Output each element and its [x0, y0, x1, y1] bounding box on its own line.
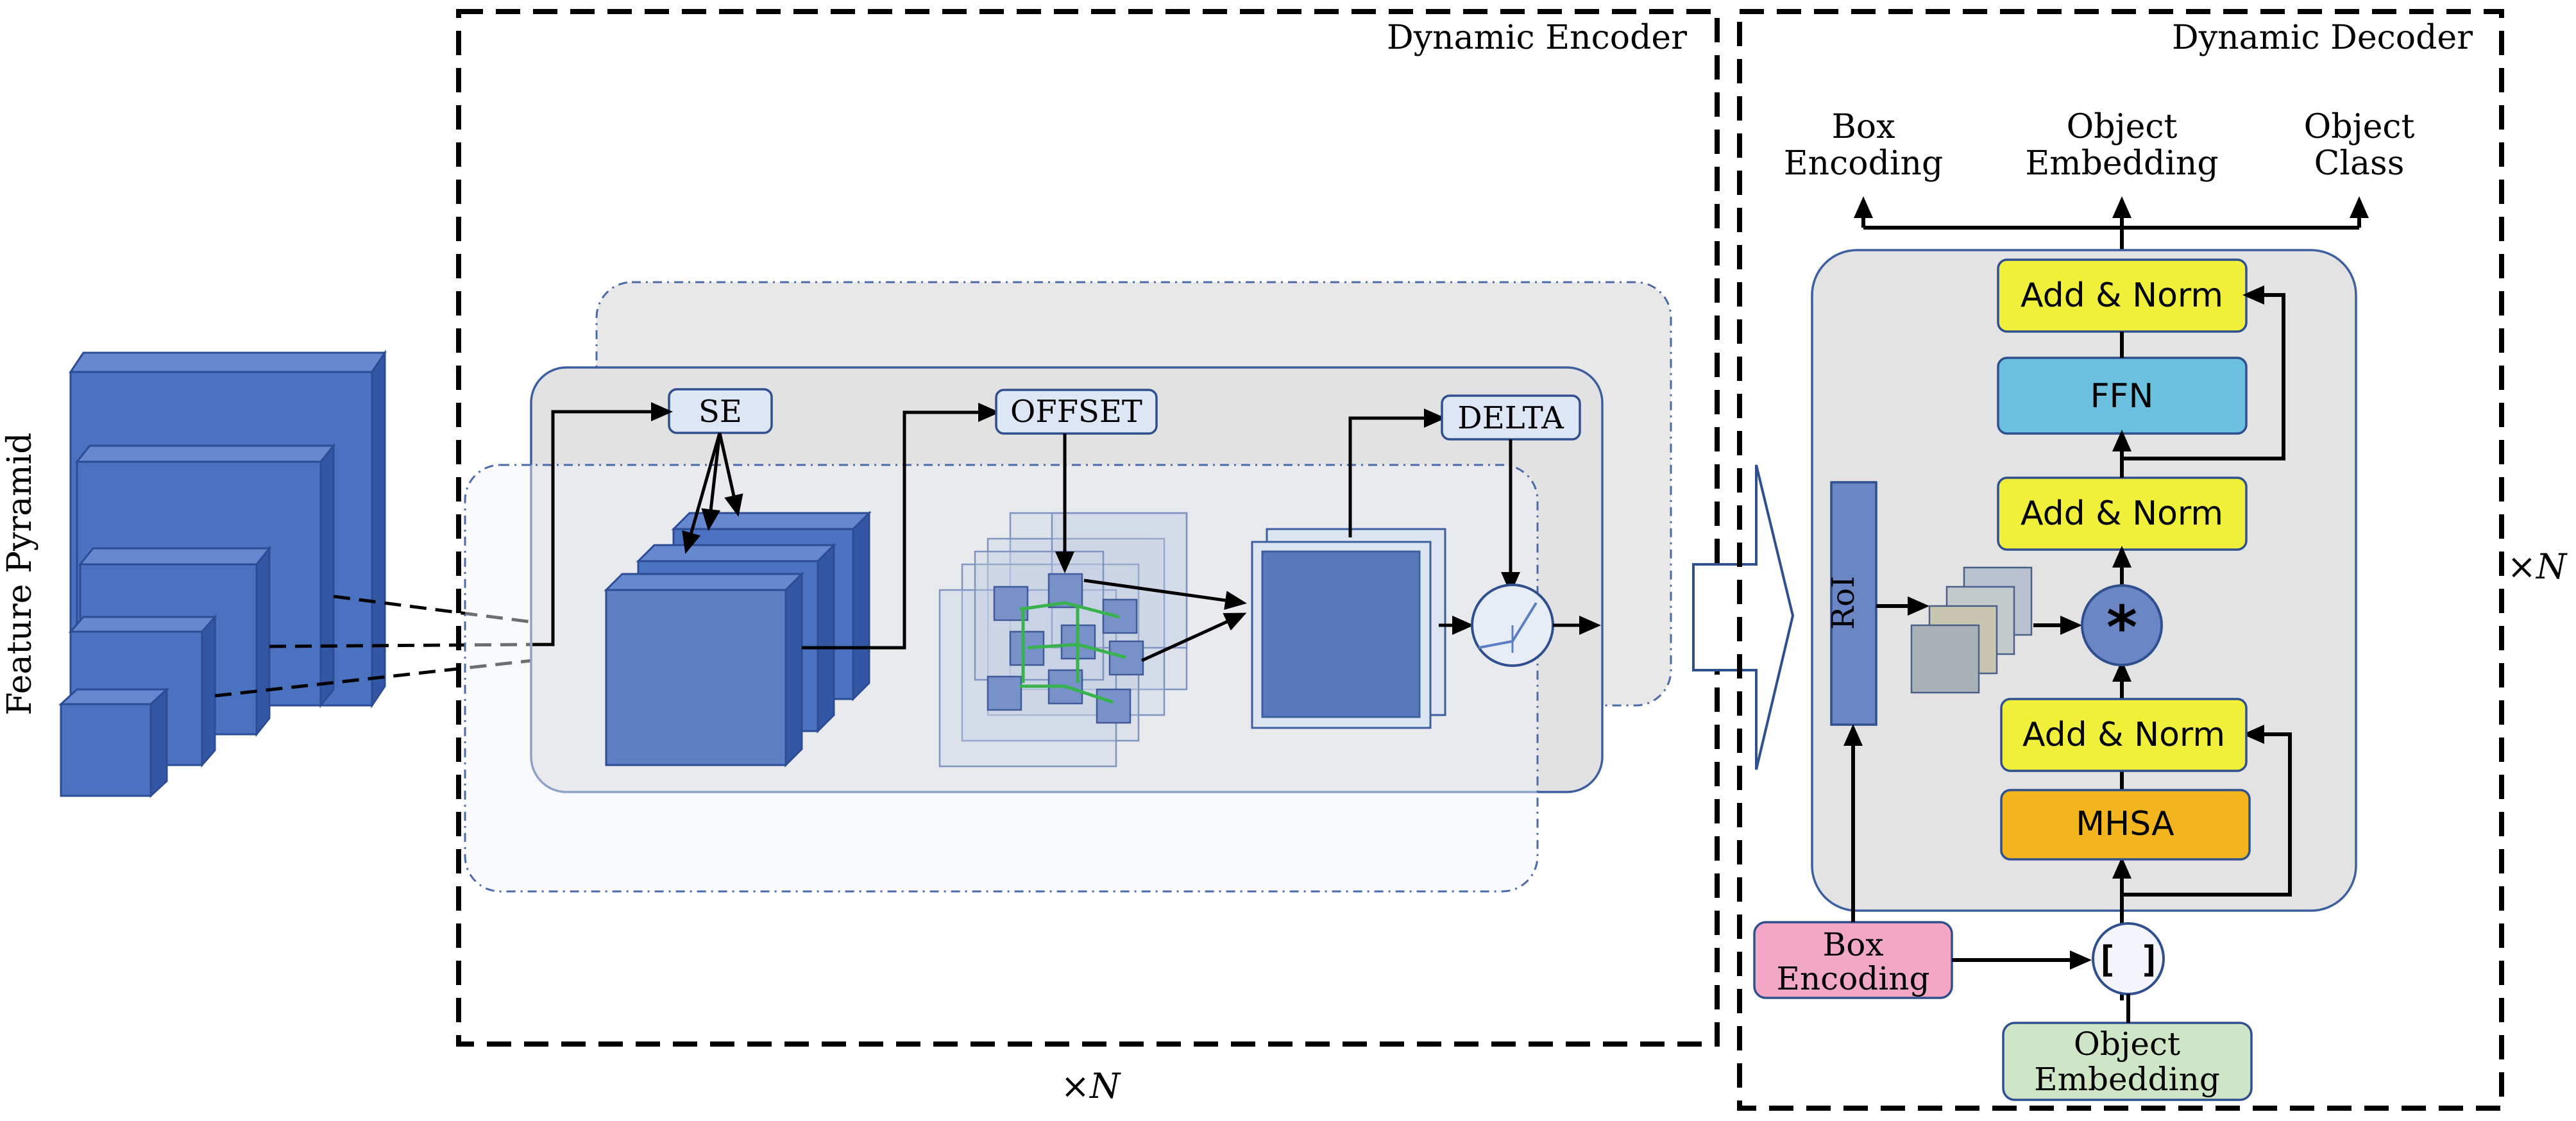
output-object-embedding-line2: Embedding — [2025, 144, 2218, 183]
output-object-class-line2: Class — [2314, 144, 2405, 183]
output-box-encoding-line1: Box — [1832, 108, 1895, 146]
deformable-offset-links — [1019, 601, 1126, 704]
dynamic-conv-circle — [2081, 584, 2163, 666]
box-encoding-input-line1: Box — [1822, 926, 1883, 963]
add-norm-bottom-block — [2000, 698, 2248, 772]
ffn-residual-arrow — [2122, 285, 2285, 460]
offset-block-label: OFFSET — [1010, 394, 1142, 430]
mhsa-block — [2000, 789, 2251, 861]
offset-block — [995, 389, 1158, 435]
delta-block-label: DELTA — [1457, 400, 1564, 436]
dynamic-encoder-title: Dynamic Encoder — [1387, 19, 1687, 57]
se-attention-arrows — [682, 432, 743, 554]
grid-to-feature-arrows — [1083, 578, 1247, 662]
pyramid-level-5 — [58, 687, 169, 798]
add-norm-bottom-label: Add & Norm — [2022, 716, 2225, 754]
ffn-label: FFN — [2090, 377, 2154, 416]
mhsa-residual-arrow — [2122, 725, 2292, 897]
dynamic-conv-symbol: * — [2106, 593, 2137, 662]
roi-label: RoI — [1826, 576, 1861, 630]
encoder-input-arrow — [532, 402, 673, 646]
decoder-repeat-label: ×N — [2507, 546, 2568, 587]
add-norm-mid-label: Add & Norm — [2021, 494, 2223, 533]
feature-pyramid-label: Feature Pyramid — [1, 432, 39, 715]
feature-pyramid — [58, 350, 387, 798]
encoder-output-feature-map — [1251, 528, 1446, 729]
se-feature-cubes — [604, 510, 872, 768]
dynamic-encoder-frame — [456, 9, 1720, 1047]
output-object-class-line1: Object — [2304, 108, 2415, 146]
dynamic-decoder-frame — [1737, 9, 2504, 1111]
object-embedding-input-line2: Embedding — [2034, 1061, 2220, 1098]
encoder-to-decoder-arrow — [1692, 464, 1795, 770]
concat-symbol: [ ] — [2096, 939, 2160, 981]
dynamic-decoder-title: Dynamic Decoder — [2172, 19, 2473, 57]
activation-circle — [1471, 584, 1554, 667]
pyramid-connector-lines — [214, 594, 533, 698]
se-to-offset-arrow — [802, 403, 1000, 650]
se-block-label: SE — [699, 394, 742, 430]
encoder-repeat-label: ×N — [1061, 1066, 1121, 1106]
add-norm-top-label: Add & Norm — [2021, 276, 2223, 315]
roi-block — [1830, 481, 1877, 726]
output-box-encoding-line2: Encoding — [1784, 144, 1944, 183]
object-embedding-input-line1: Object — [2074, 1025, 2180, 1063]
mhsa-label: MHSA — [2076, 805, 2174, 843]
roi-feature-stack — [1910, 566, 2033, 694]
output-object-embedding-line1: Object — [2067, 108, 2178, 146]
box-encoding-input-line2: Encoding — [1776, 960, 1929, 997]
feature-to-delta-arrow — [1348, 409, 1446, 537]
